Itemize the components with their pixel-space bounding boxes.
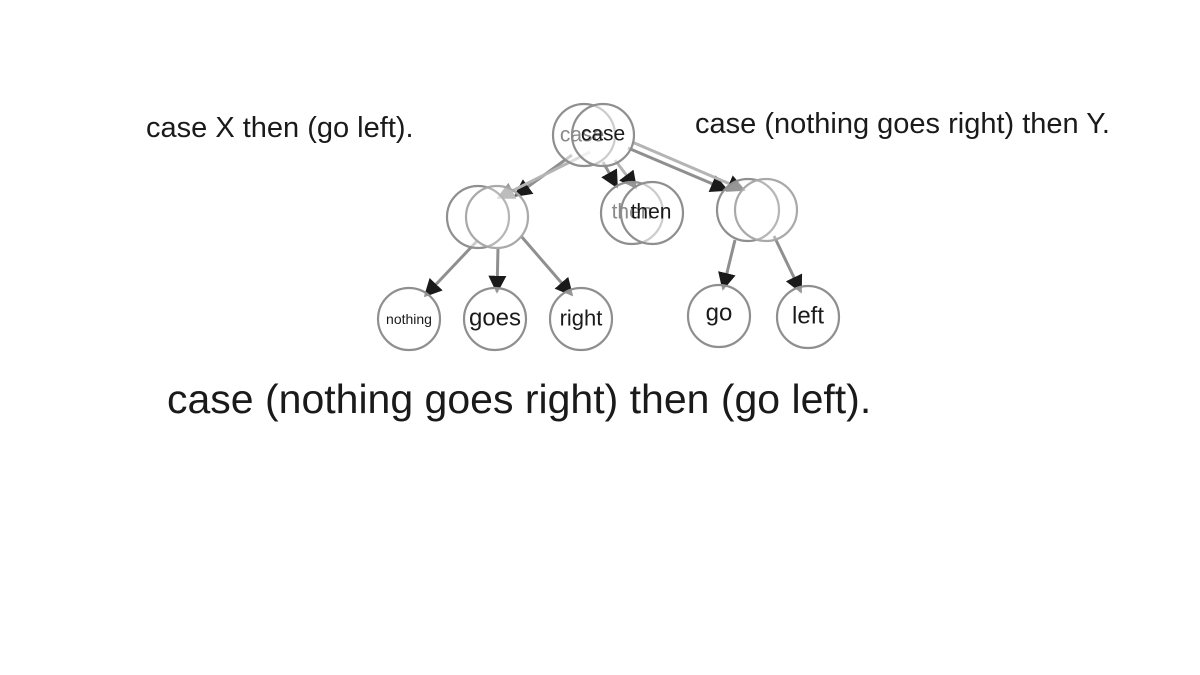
root-label-b: case [581, 123, 625, 146]
leaf-node-nothing [376, 286, 442, 352]
then-label-a: then [612, 201, 653, 224]
right-group-node-a [715, 177, 781, 243]
edge-to-goes [488, 247, 507, 294]
then-label-b: then [631, 201, 672, 224]
root-label-a: case [560, 124, 604, 147]
edge-to-left [772, 235, 803, 294]
root-node-b [570, 102, 636, 168]
left-group-node-a [445, 184, 511, 250]
leaf-label-left: left [792, 303, 824, 330]
edge-to-right [519, 235, 574, 297]
edge-root-to-right-group [627, 146, 729, 192]
merged-sentence: case (nothing goes right) then (go left)… [167, 376, 872, 422]
leaf-node-goes [462, 286, 528, 352]
then-node-b [619, 180, 685, 246]
edge-to-nothing [423, 238, 480, 298]
leaf-node-right [548, 286, 614, 352]
right-group-node-b [733, 177, 799, 243]
caption-case-x-then-go-left: case X then (go left). [146, 112, 414, 144]
edge-root-to-right-group-ghost [631, 140, 746, 192]
edge-to-go [718, 239, 737, 291]
leaf-label-right: right [560, 306, 603, 331]
caption-case-nothing-goes-right-then-y: case (nothing goes right) then Y. [695, 108, 1110, 140]
leaf-label-nothing: nothing [386, 311, 432, 327]
leaf-node-go [686, 283, 752, 349]
leaf-label-goes: goes [469, 305, 521, 332]
leaf-label-go: go [706, 300, 733, 327]
left-group-node-b [464, 184, 530, 250]
leaf-node-left [775, 284, 841, 350]
